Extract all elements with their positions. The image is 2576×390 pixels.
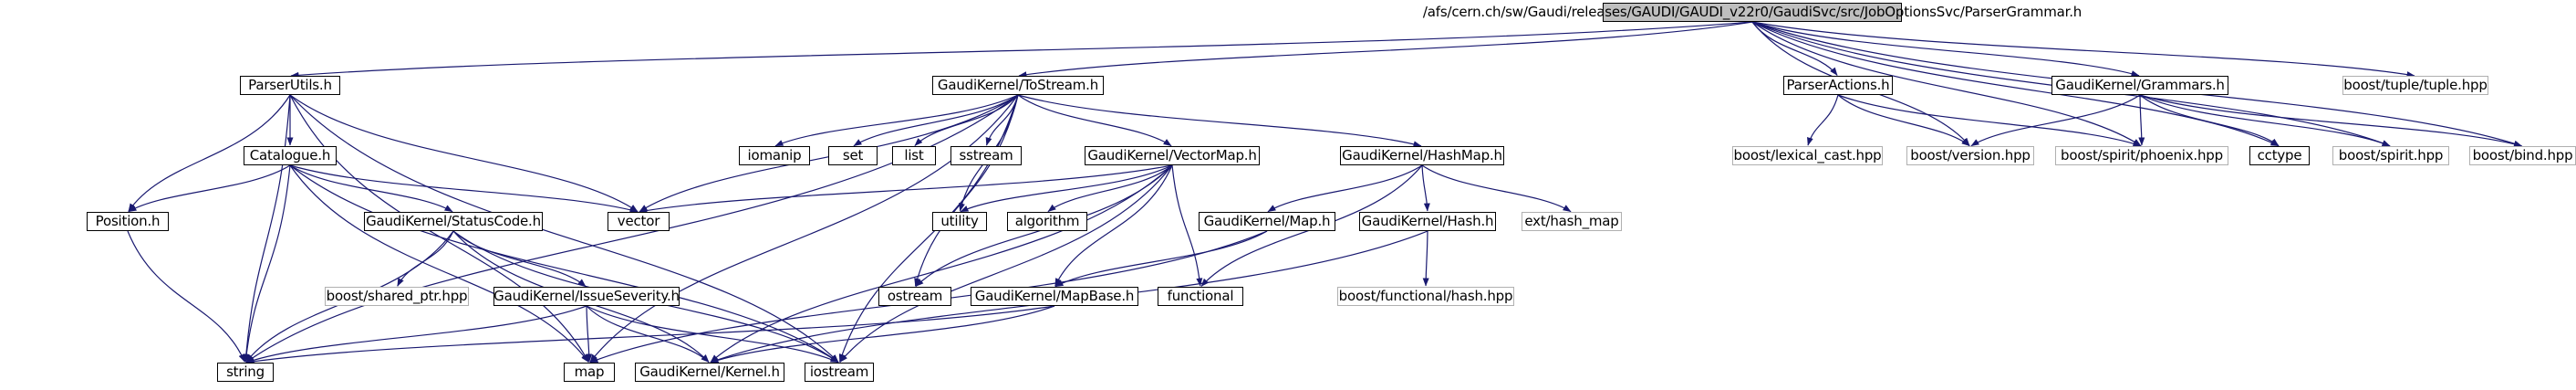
graph-edge-grammars-to-spirit (2139, 94, 2391, 147)
graph-edge-parserutils-to-string (243, 94, 291, 363)
graph-edge-root-to-tostream (1018, 21, 1753, 79)
graph-edge-issue-to-kernel (586, 305, 710, 364)
graph-node-version[interactable]: boost/version.hpp (1906, 146, 2034, 165)
graph-edge-parserutils-to-position (128, 94, 291, 212)
graph-edge-vectormap-to-mapbase (1054, 164, 1173, 287)
graph-node-grammars[interactable]: GaudiKernel/Grammars.h (2051, 76, 2228, 95)
graph-edge-catalogue-to-string (243, 164, 291, 363)
graph-edge-vectormap-to-utility (960, 164, 1173, 213)
graph-node-hashmap[interactable]: GaudiKernel/HashMap.h (1340, 146, 1504, 165)
graph-node-mapbase[interactable]: GaudiKernel/MapBase.h (971, 287, 1138, 306)
graph-edge-root-to-phoenix (1751, 21, 2142, 147)
graph-edge-catalogue-to-vector (289, 164, 639, 214)
graph-edge-hash_h-to-boosthash (1422, 230, 1429, 287)
graph-node-vector[interactable]: vector (608, 212, 670, 231)
graph-edge-vectormap-to-iostream (839, 164, 1173, 363)
graph-edge-grammars-to-phoenix (2138, 94, 2145, 146)
graph-edge-issue-to-string (245, 305, 587, 364)
graph-node-bind[interactable]: boost/bind.hpp (2469, 146, 2576, 165)
graph-edge-mapbase-to-string (245, 305, 1055, 365)
graph-node-iomanip[interactable]: iomanip (739, 146, 810, 165)
graph-edge-root-to-tuple (1751, 21, 2415, 78)
graph-node-boosthash[interactable]: boost/functional/hash.hpp (1337, 287, 1514, 306)
graph-node-parserutils[interactable]: ParserUtils.h (240, 76, 340, 95)
graph-node-catalogue[interactable]: Catalogue.h (244, 146, 337, 165)
graph-edge-issue-to-map (586, 305, 593, 363)
graph-edge-grammars-to-bind (2139, 94, 2522, 148)
graph-node-parseractions[interactable]: ParserActions.h (1783, 76, 1893, 95)
graph-edge-catalogue-to-statuscode (289, 164, 453, 213)
graph-node-phoenix[interactable]: boost/spirit/phoenix.hpp (2055, 146, 2228, 165)
graph-node-tostream[interactable]: GaudiKernel/ToStream.h (932, 76, 1104, 95)
graph-node-exthashmap[interactable]: ext/hash_map (1522, 212, 1622, 231)
graph-edge-grammars-to-version (1970, 94, 2141, 147)
graph-node-cctype[interactable]: cctype (2249, 146, 2310, 165)
graph-edge-tostream-to-set (853, 94, 1019, 147)
graph-edge-tostream-to-hashmap (1017, 94, 1422, 148)
graph-node-statuscode[interactable]: GaudiKernel/StatusCode.h (364, 212, 543, 231)
graph-node-algorithm[interactable]: algorithm (1007, 212, 1087, 231)
graph-edge-vectormap-to-vector (639, 164, 1173, 214)
graph-edge-vectormap-to-algorithm (1047, 164, 1173, 213)
graph-node-vectormap[interactable]: GaudiKernel/VectorMap.h (1085, 146, 1260, 165)
graph-node-map_h[interactable]: GaudiKernel/Map.h (1199, 212, 1335, 231)
graph-node-issue[interactable]: GaudiKernel/IssueSeverity.h (493, 287, 680, 306)
graph-edge-issue-to-iostream (586, 305, 839, 364)
graph-edge-position-to-string (127, 230, 245, 363)
graph-node-string[interactable]: string (217, 363, 274, 382)
graph-edge-hashmap-to-exthashmap (1421, 164, 1572, 213)
graph-edge-root-to-grammars (1751, 21, 2140, 77)
graph-edge-tostream-to-vector (639, 94, 1019, 213)
graph-node-kernel[interactable]: GaudiKernel/Kernel.h (635, 363, 784, 382)
graph-node-spirit[interactable]: boost/spirit.hpp (2332, 146, 2449, 165)
graph-node-map[interactable]: map (564, 363, 615, 382)
graph-node-functional[interactable]: functional (1158, 287, 1243, 306)
graph-edge-parseractions-to-lexical (1807, 94, 1839, 146)
graph-node-root[interactable]: /afs/cern.ch/sw/Gaudi/releases/GAUDI/GAU… (1422, 3, 2083, 22)
graph-edge-parserutils-to-vector (289, 94, 639, 213)
graph-edge-vectormap-to-kernel (710, 164, 1173, 364)
graph-node-utility[interactable]: utility (932, 212, 987, 231)
graph-edge-mapbase-to-kernel (710, 305, 1055, 364)
graph-edge-parserutils-to-iostream (289, 94, 839, 363)
graph-edge-tostream-to-iomanip (774, 94, 1019, 147)
graph-edge-grammars-to-cctype (2139, 94, 2280, 147)
graph-edge-vectormap-to-functional (1171, 164, 1203, 287)
graph-node-list[interactable]: list (892, 146, 936, 165)
graph-node-sharedptr[interactable]: boost/shared_ptr.hpp (325, 287, 469, 306)
graph-edge-catalogue-to-map (289, 164, 589, 363)
graph-edge-parseractions-to-version (1837, 94, 1970, 147)
graph-node-position[interactable]: Position.h (87, 212, 169, 231)
graph-edge-map_h-to-mapbase (1054, 230, 1268, 288)
graph-edge-hashmap-to-hash_h (1421, 164, 1430, 212)
graph-node-tuple[interactable]: boost/tuple/tuple.hpp (2342, 76, 2488, 95)
graph-node-sstream[interactable]: sstream (950, 146, 1022, 165)
graph-node-iostream[interactable]: iostream (805, 363, 874, 382)
graph-edge-root-to-cctype (1751, 21, 2280, 147)
graph-edge-parseractions-to-phoenix (1837, 94, 2142, 147)
graph-edge-hashmap-to-map_h (1267, 164, 1423, 213)
graph-edge-root-to-parserutils (290, 21, 1753, 79)
graph-node-hash_h[interactable]: GaudiKernel/Hash.h (1359, 212, 1496, 231)
graph-node-lexical[interactable]: boost/lexical_cast.hpp (1732, 146, 1883, 165)
graph-edge-tostream-to-vectormap (1017, 94, 1172, 147)
graph-node-set[interactable]: set (828, 146, 878, 165)
graph-edge-catalogue-to-position (128, 164, 291, 213)
graph-edge-tostream-to-list (914, 94, 1019, 146)
graph-node-ostream[interactable]: ostream (878, 287, 951, 306)
